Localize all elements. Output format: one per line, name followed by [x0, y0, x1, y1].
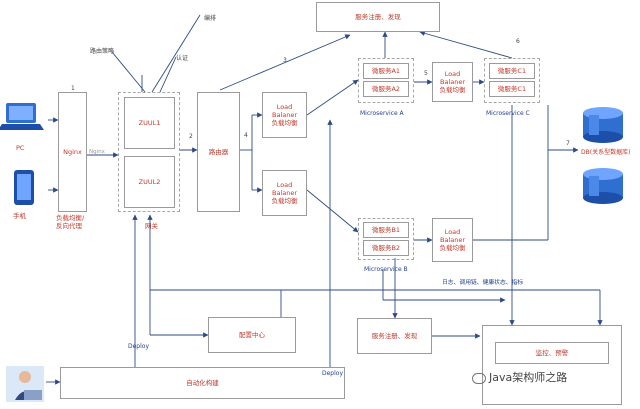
- microservice-c1-label: 微服务C1: [497, 67, 527, 75]
- step-2-label: 2: [189, 133, 193, 140]
- monitor-outer-box: 监控、预警: [482, 325, 622, 405]
- microservice-c-group: [484, 58, 540, 103]
- lb-line3: 负载均衡: [271, 197, 298, 205]
- microservice-a2-box: 微服务A2: [363, 81, 409, 97]
- lb-line1: Load: [444, 228, 461, 236]
- microservice-b1-box: 微服务B1: [363, 222, 409, 238]
- step-4-label: 4: [244, 132, 248, 139]
- microservice-b-group: [358, 218, 414, 260]
- load-balancer-a-box: Load Balaner 负载均衡: [262, 92, 307, 138]
- microservice-a1-box: 微服务A1: [363, 63, 409, 79]
- microservice-c2-box: 微服务C1: [489, 81, 535, 97]
- orchestration-label: 编排: [204, 15, 217, 22]
- nginx-link-label: Nginx: [89, 149, 105, 155]
- gateway-caption: 网关: [145, 222, 158, 230]
- logs-label: 日志、调用链、健康状态、指标: [442, 280, 524, 286]
- watermark: Java架构师之路: [472, 369, 567, 385]
- pc-label: PC: [16, 144, 25, 152]
- zuul2-box: ZUUL2: [124, 156, 175, 208]
- lb-line3: 负载均衡: [271, 119, 298, 127]
- microservice-b1-label: 微服务B1: [371, 226, 401, 234]
- db-label: DB(关系型数据库): [581, 149, 631, 156]
- microservice-c1-box: 微服务C1: [489, 63, 535, 79]
- microservice-a1-label: 微服务A1: [371, 67, 401, 75]
- router-label: 路由器: [208, 148, 229, 156]
- lb-line1: Load: [276, 181, 293, 189]
- watermark-text: Java架构师之路: [489, 371, 568, 384]
- microservice-b2-box: 微服务B2: [363, 240, 409, 256]
- zuul1-label: ZUUL1: [138, 119, 161, 127]
- zuul2-label: ZUUL2: [138, 178, 161, 186]
- microservice-c2-label: 微服务C1: [497, 85, 527, 93]
- router-box: 路由器: [197, 92, 240, 212]
- registry-top-label: 服务注册、发现: [355, 13, 401, 21]
- load-balancer-c-box: Load Balaner 负载均衡: [432, 62, 473, 102]
- auto-build-box: 自动化构建: [60, 367, 345, 399]
- lb-line2: Balaner: [439, 78, 466, 86]
- nginx-label: Nginx: [63, 148, 82, 156]
- wechat-icon: [472, 372, 486, 384]
- step-3-label: 3: [283, 57, 287, 64]
- lb-line3: 负载均衡: [439, 86, 466, 94]
- microservice-a-caption: Microservice A: [360, 110, 404, 117]
- lb-line2: Balaner: [271, 111, 298, 119]
- monitor-label: 监控、预警: [535, 349, 569, 357]
- step-6-label: 6: [516, 38, 520, 45]
- microservice-a-group: [358, 58, 414, 103]
- microservice-a2-label: 微服务A2: [371, 85, 401, 93]
- lb-line1: Load: [444, 70, 461, 78]
- phone-icon: [14, 170, 34, 205]
- lb-line2: Balaner: [271, 189, 298, 197]
- load-balancer-d-box: Load Balaner 负载均衡: [432, 218, 473, 262]
- monitor-box: 监控、预警: [495, 342, 609, 364]
- registry-bottom-label: 服务注册、发现: [371, 332, 418, 340]
- lb-line3: 负载均衡: [439, 244, 466, 252]
- microservice-c-caption: Microservice C: [486, 110, 530, 117]
- registry-bottom-box: 服务注册、发现: [357, 318, 432, 354]
- nginx-box: Nginx: [58, 92, 87, 212]
- lb-line1: Load: [276, 103, 293, 111]
- auto-build-label: 自动化构建: [186, 379, 219, 387]
- developer-icon: [6, 366, 44, 402]
- gateway-group: [118, 92, 180, 212]
- nginx-caption: 负载均衡/ 反向代理: [56, 214, 85, 230]
- config-center-box: 配置中心: [208, 317, 296, 353]
- step-7-label: 7: [566, 140, 570, 147]
- microservice-b-caption: Microservice B: [364, 266, 408, 273]
- database-icon: [583, 107, 623, 204]
- step-1-label: 1: [71, 85, 75, 92]
- connector-lines: [46, 14, 603, 385]
- deploy-left-label: Deploy: [128, 343, 150, 350]
- auth-label: 认证: [176, 55, 189, 62]
- zuul1-box: ZUUL1: [124, 97, 175, 149]
- load-balancer-b-box: Load Balaner 负载均衡: [262, 170, 307, 216]
- config-center-label: 配置中心: [239, 331, 265, 339]
- laptop-icon: [0, 103, 44, 130]
- step-5-label: 5: [424, 70, 428, 77]
- registry-top-box: 服务注册、发现: [316, 2, 440, 32]
- phone-label: 手机: [13, 212, 26, 220]
- deploy-right-label: Deploy: [322, 370, 344, 377]
- microservice-b2-label: 微服务B2: [371, 244, 401, 252]
- lb-line2: Balaner: [439, 236, 466, 244]
- routing-strategy-label: 路由策略: [90, 48, 115, 55]
